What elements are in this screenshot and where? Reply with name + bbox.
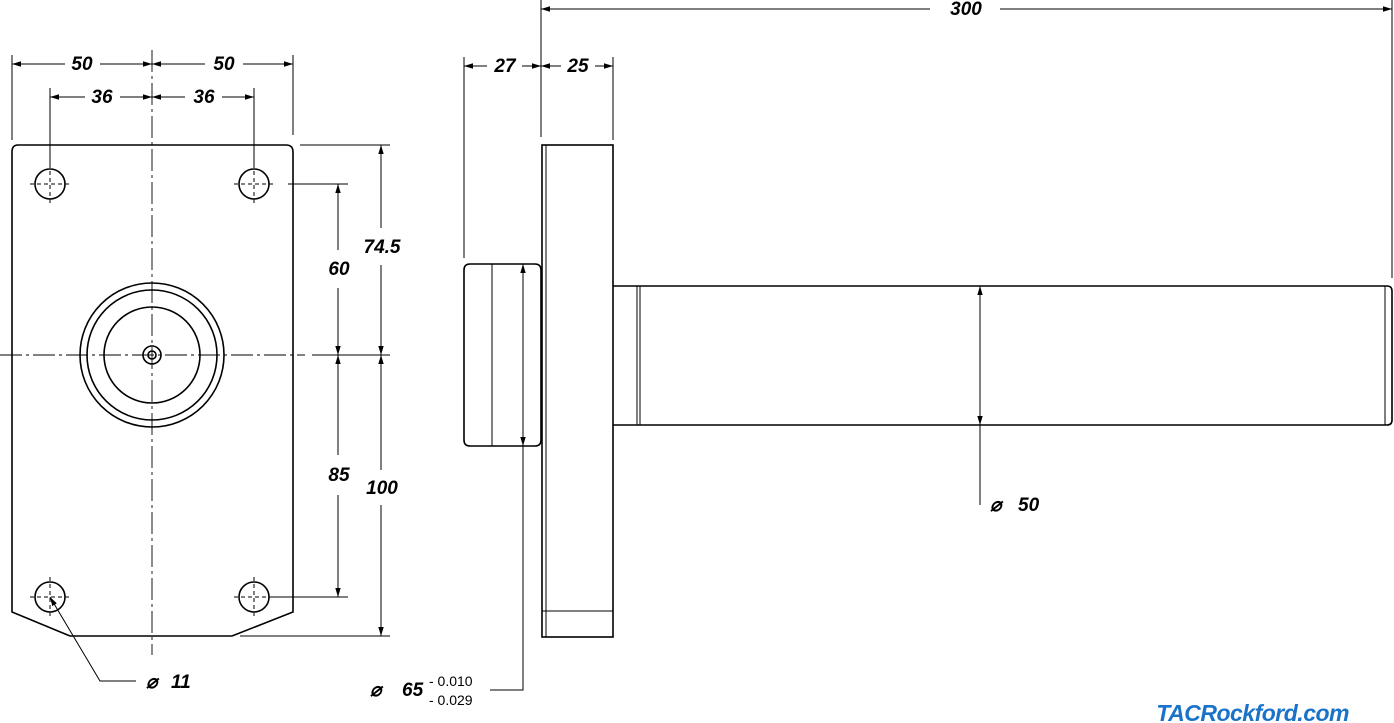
dim-hole-diameter-11: 11 [171,672,191,693]
dim-overall-length-300: 300 [950,0,982,20]
pilot-tolerance-upper: - 0.010 [429,673,473,689]
shaft [613,285,1393,426]
dim-flange-thickness-25: 25 [566,56,589,77]
dim-top-right-50: 50 [213,54,235,75]
dim-upper-total-74-5: 74.5 [364,237,401,258]
plate-outline [11,144,294,637]
center-point [147,350,157,360]
pilot-inner-circle [103,306,201,404]
pilot-boss [463,263,542,447]
dim-shaft-diameter-50: 50 [1018,495,1040,516]
dim-top-left-50: 50 [71,54,93,75]
dim-lower-holes-85: 85 [328,465,350,486]
dim-pilot-length-27: 27 [493,56,517,77]
dim-lower-total-100: 100 [366,478,398,499]
pilot-second-circle [86,289,218,421]
front-view: 50 50 36 36 60 85 74.5 100 ⌀ 11 [0,50,401,693]
dim-pilot-diameter-65: 65 [402,680,424,701]
pilot-tolerance-lower: - 0.029 [429,692,473,708]
bolt-hole-top-left [30,164,70,204]
bolt-hole-top-right [234,164,274,204]
flange [541,144,614,638]
pilot-diameter-symbol: ⌀ [370,680,384,701]
center-hole [142,345,162,365]
bolt-hole-bottom-right [234,577,274,617]
hole-diameter-symbol: ⌀ [146,672,160,693]
side-view: 300 27 25 ⌀ 50 ⌀ 65 - 0.010 - 0.029 [370,0,1393,708]
bolt-hole-bottom-left [30,577,70,617]
shaft-diameter-symbol: ⌀ [990,495,1004,516]
dim-hole-left-36: 36 [91,87,113,108]
brand-logo[interactable]: TACRockford.com [1156,700,1349,723]
dim-upper-holes-60: 60 [328,259,350,280]
dim-hole-right-36: 36 [193,87,215,108]
pilot-outer-circle [79,282,225,428]
